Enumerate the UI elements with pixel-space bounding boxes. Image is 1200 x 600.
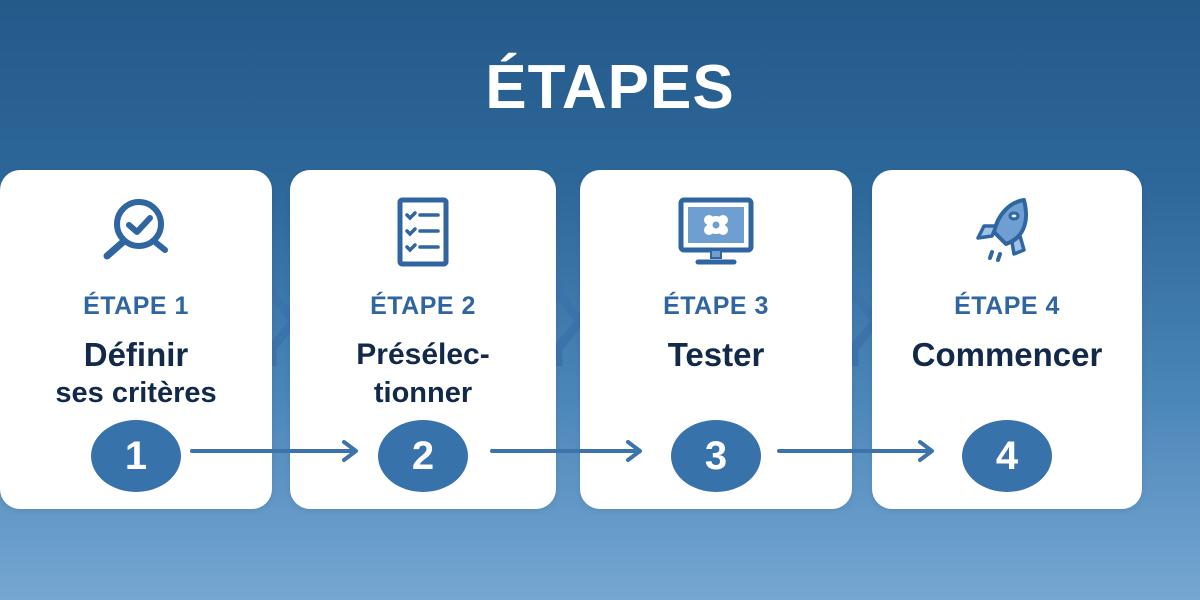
step-label: ÉTAPE 4	[954, 292, 1060, 320]
checklist-icon	[397, 197, 449, 267]
step-card-1: ÉTAPE 1 Définir ses critères 1	[0, 170, 272, 509]
step-title-line2: tionner	[373, 377, 473, 409]
rocket-icon	[976, 198, 1028, 262]
step-title: Définir ses critères	[0, 336, 272, 412]
step-number-badge: 3	[671, 420, 761, 492]
step-number-badge: 4	[962, 420, 1052, 492]
arrow-right-icon	[190, 440, 358, 462]
arrow-right-icon	[490, 440, 642, 462]
step-title-line1: Présélec-	[356, 338, 490, 371]
step-label: ÉTAPE 2	[370, 292, 476, 320]
monitor-gear-icon	[678, 197, 754, 265]
step-title-line2: ses critères	[55, 377, 217, 409]
step-title-line1: Définir	[83, 336, 189, 373]
step-number-badge: 2	[378, 420, 468, 492]
step-label: ÉTAPE 3	[663, 292, 769, 320]
step-title: Présélec- tionner	[290, 336, 556, 412]
step-title-line1: Tester	[667, 336, 765, 373]
step-title-line1: Commencer	[911, 336, 1103, 373]
step-label: ÉTAPE 1	[83, 292, 189, 320]
page-title: ÉTAPES	[485, 53, 735, 122]
magnifier-check-icon	[103, 199, 168, 260]
arrow-right-icon	[777, 440, 934, 462]
step-title: Commencer	[872, 336, 1142, 374]
step-number-badge: 1	[91, 420, 181, 492]
step-title: Tester	[580, 336, 852, 374]
